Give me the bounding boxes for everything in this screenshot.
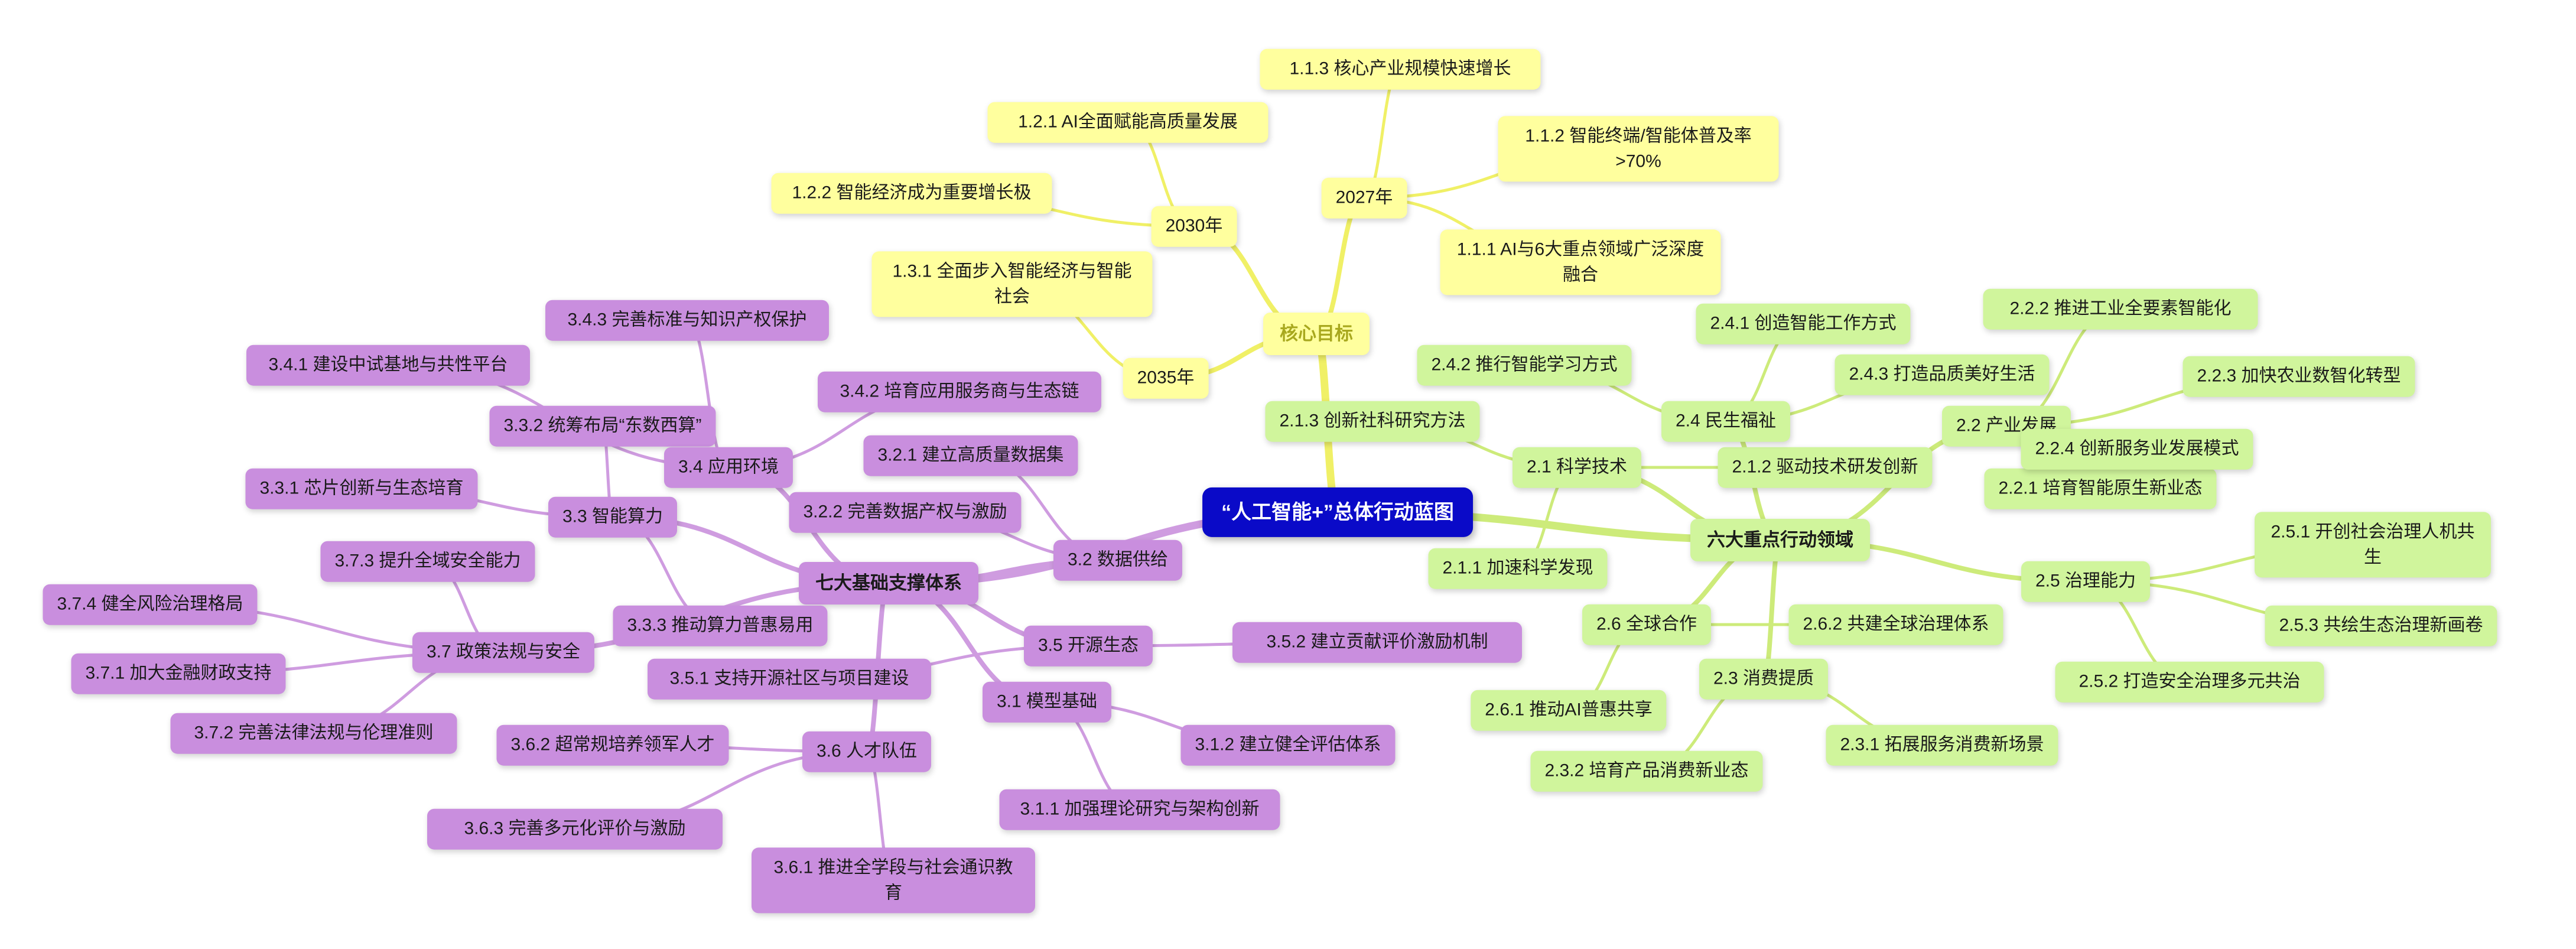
mindmap-node-center[interactable]: “人工智能+”总体行动蓝图 bbox=[1202, 487, 1473, 538]
mindmap-node-a243[interactable]: 2.4.3 打造品质美好生活 bbox=[1835, 354, 2050, 395]
mindmap-node-s31[interactable]: 3.1 模型基础 bbox=[982, 681, 1112, 723]
mindmap-node-s322[interactable]: 3.2.2 完善数据产权与激励 bbox=[789, 492, 1022, 533]
mindmap-node-a223[interactable]: 2.2.3 加快农业数智化转型 bbox=[2183, 356, 2415, 397]
mindmap-node-s312[interactable]: 3.1.2 建立健全评估体系 bbox=[1180, 724, 1396, 766]
mindmap-node-s321[interactable]: 3.2.1 建立高质量数据集 bbox=[863, 435, 1078, 476]
mindmap-node-s351[interactable]: 3.5.1 支持开源社区与项目建设 bbox=[648, 658, 931, 700]
mindmap-node-s33[interactable]: 3.3 智能算力 bbox=[548, 496, 678, 538]
mindmap-node-s342[interactable]: 3.4.2 培育应用服务商与生态链 bbox=[818, 371, 1101, 412]
mindmap-node-s343[interactable]: 3.4.3 完善标准与知识产权保护 bbox=[545, 300, 829, 341]
mindmap-node-y2027[interactable]: 2027年 bbox=[1321, 177, 1407, 219]
mindmap-node-g112[interactable]: 1.1.2 智能终端/智能体普及率>70% bbox=[1498, 116, 1779, 182]
mindmap-node-a212[interactable]: 2.1.2 驱动技术研发创新 bbox=[1718, 447, 1933, 488]
mindmap-node-actions[interactable]: 六大重点行动领域 bbox=[1690, 518, 1870, 562]
mindmap-node-s363[interactable]: 3.6.3 完善多元化评价与激励 bbox=[427, 808, 723, 850]
mindmap-node-s332[interactable]: 3.3.2 统筹布局“东数西算” bbox=[489, 405, 716, 447]
mindmap-node-y2030[interactable]: 2030年 bbox=[1151, 206, 1237, 247]
mindmap-node-s35[interactable]: 3.5 开源生态 bbox=[1023, 625, 1153, 667]
mindmap-node-s372[interactable]: 3.7.2 完善法律法规与伦理准则 bbox=[170, 713, 457, 754]
mindmap-node-a211[interactable]: 2.1.1 加速科学发现 bbox=[1428, 548, 1608, 589]
mindmap-node-s362[interactable]: 3.6.2 超常规培养领军人才 bbox=[496, 724, 729, 766]
mindmap-node-s373[interactable]: 3.7.3 提升全域安全能力 bbox=[320, 541, 535, 582]
mindmap-node-s37[interactable]: 3.7 政策法规与安全 bbox=[412, 632, 595, 673]
mindmap-node-s361[interactable]: 3.6.1 推进全学段与社会通识教育 bbox=[752, 847, 1035, 914]
mindmap-node-s341[interactable]: 3.4.1 建设中试基地与共性平台 bbox=[246, 344, 530, 386]
mindmap-node-a252[interactable]: 2.5.2 打造安全治理多元共治 bbox=[2055, 661, 2324, 703]
mindmap-node-g111[interactable]: 1.1.1 AI与6大重点领域广泛深度融合 bbox=[1440, 229, 1721, 295]
mindmap-node-a26[interactable]: 2.6 全球合作 bbox=[1582, 604, 1712, 645]
mindmap-node-g131[interactable]: 1.3.1 全面步入智能经济与智能社会 bbox=[871, 251, 1153, 317]
mindmap-node-a231[interactable]: 2.3.1 拓展服务消费新场景 bbox=[1826, 724, 2058, 766]
mindmap-node-a251[interactable]: 2.5.1 开创社会治理人机共生 bbox=[2255, 512, 2491, 578]
mindmap-node-s371[interactable]: 3.7.1 加大金融财政支持 bbox=[71, 653, 286, 694]
mindmap-node-a222[interactable]: 2.2.2 推进工业全要素智能化 bbox=[1983, 288, 2258, 330]
mindmap-node-a242[interactable]: 2.4.2 推行智能学习方式 bbox=[1417, 344, 1632, 386]
mindmap-node-a21[interactable]: 2.1 科学技术 bbox=[1512, 447, 1642, 488]
mindmap-node-a221[interactable]: 2.2.1 培育智能原生新业态 bbox=[1984, 468, 2217, 509]
mindmap-node-g122[interactable]: 1.2.2 智能经济成为重要增长极 bbox=[771, 173, 1052, 214]
mindmap-node-a213[interactable]: 2.1.3 创新社科研究方法 bbox=[1265, 401, 1480, 442]
mindmap-node-a241[interactable]: 2.4.1 创造智能工作方式 bbox=[1696, 303, 1911, 344]
mindmap-node-s34[interactable]: 3.4 应用环境 bbox=[663, 447, 793, 488]
mindmap-node-s32[interactable]: 3.2 数据供给 bbox=[1053, 540, 1183, 581]
mindmap-node-s374[interactable]: 3.7.4 健全风险治理格局 bbox=[43, 584, 258, 625]
mindmap-node-s333[interactable]: 3.3.3 推动算力普惠易用 bbox=[613, 605, 828, 646]
mindmap-node-goals[interactable]: 核心目标 bbox=[1263, 312, 1370, 356]
mindmap-node-s331[interactable]: 3.3.1 芯片创新与生态培育 bbox=[245, 468, 478, 509]
mindmap-node-a262[interactable]: 2.6.2 共建全球治理体系 bbox=[1788, 604, 2003, 645]
mindmap-node-a25[interactable]: 2.5 治理能力 bbox=[2021, 561, 2151, 602]
mindmap-node-s311[interactable]: 3.1.1 加强理论研究与架构创新 bbox=[999, 789, 1280, 830]
mindmap-node-a23[interactable]: 2.3 消费提质 bbox=[1699, 658, 1829, 700]
mindmap-node-s352[interactable]: 3.5.2 建立贡献评价激励机制 bbox=[1232, 622, 1522, 663]
mindmap-node-a232[interactable]: 2.3.2 培育产品消费新业态 bbox=[1530, 750, 1763, 792]
mindmap-node-a253[interactable]: 2.5.3 共绘生态治理新画卷 bbox=[2265, 605, 2497, 646]
mindmap-node-a24[interactable]: 2.4 民生福祉 bbox=[1661, 401, 1791, 442]
mindmap-node-a224[interactable]: 2.2.4 创新服务业发展模式 bbox=[2021, 428, 2253, 470]
mindmap-node-g113[interactable]: 1.1.3 核心产业规模快速增长 bbox=[1260, 48, 1541, 90]
mindmap-node-s36[interactable]: 3.6 人才队伍 bbox=[802, 731, 932, 772]
mindmap-node-a261[interactable]: 2.6.1 推动AI普惠共享 bbox=[1471, 690, 1667, 731]
mindmap-node-g121[interactable]: 1.2.1 AI全面赋能高质量发展 bbox=[987, 102, 1269, 143]
mindmap-node-y2035[interactable]: 2035年 bbox=[1123, 358, 1209, 399]
mindmap-node-support[interactable]: 七大基础支撑体系 bbox=[799, 561, 978, 605]
